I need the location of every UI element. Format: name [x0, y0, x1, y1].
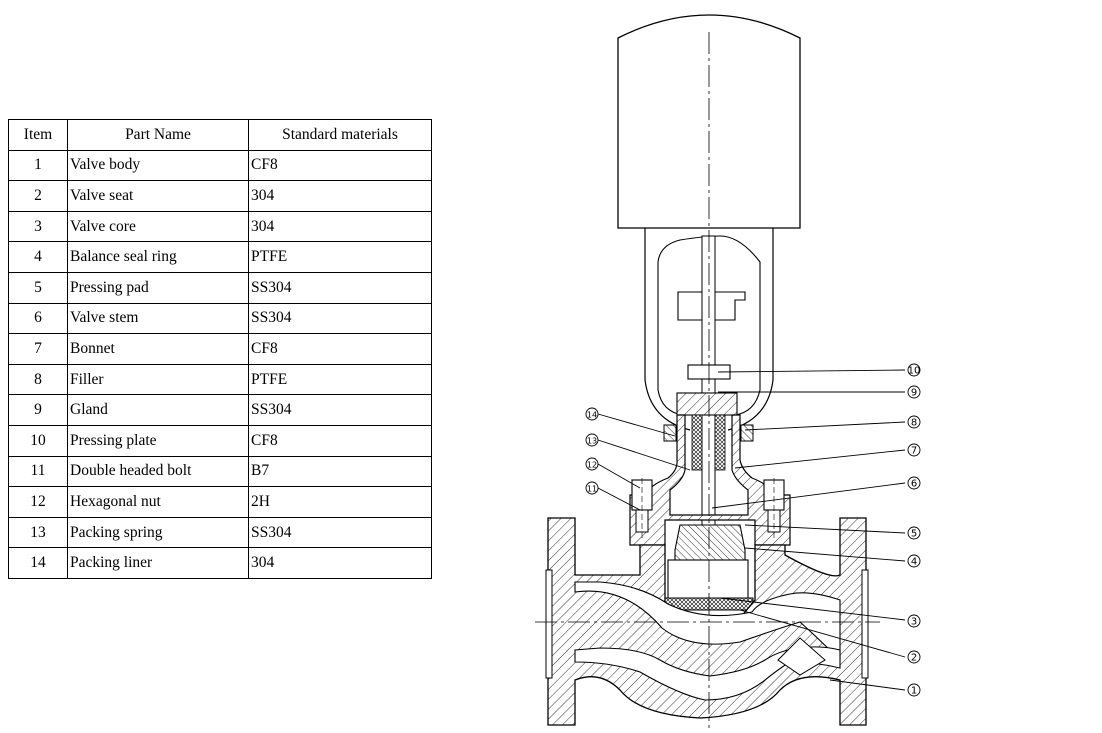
material-cell: CF8: [248, 424, 432, 457]
part-name-cell: Pressing plate: [67, 424, 249, 457]
part-name-cell: Valve body: [67, 149, 249, 182]
svg-text:14: 14: [587, 411, 597, 420]
actuator-housing: [617, 14, 801, 431]
callout-11: 11: [585, 481, 599, 495]
material-cell: 304: [248, 210, 432, 243]
item-cell: 3: [8, 210, 68, 243]
bonnet: [629, 414, 791, 546]
item-cell: 4: [8, 241, 68, 273]
svg-text:10: 10: [908, 366, 921, 377]
gland: [663, 392, 754, 442]
part-name-cell: Valve core: [67, 210, 249, 243]
part-name-cell: Pressing pad: [67, 271, 249, 304]
material-cell: PTFE: [248, 241, 432, 273]
item-cell: 14: [8, 547, 68, 579]
part-name-cell: Balance seal ring: [67, 241, 249, 273]
item-cell: 5: [8, 271, 68, 304]
header-part-name: Part Name: [67, 119, 249, 151]
svg-text:2: 2: [911, 653, 917, 664]
svg-text:13: 13: [587, 437, 597, 446]
part-name-cell: Double headed bolt: [67, 455, 249, 488]
callout-7: 7: [907, 443, 921, 457]
header-item: Item: [8, 119, 68, 151]
callout-9: 9: [907, 385, 921, 399]
svg-text:4: 4: [911, 557, 917, 568]
center-lines: [535, 32, 880, 728]
part-name-cell: Packing spring: [67, 516, 249, 549]
part-name-cell: Gland: [67, 394, 249, 426]
svg-text:3: 3: [911, 617, 917, 628]
part-name-cell: Hexagonal nut: [67, 486, 249, 518]
svg-text:7: 7: [911, 446, 917, 457]
part-name-cell: Valve seat: [67, 180, 249, 212]
callout-1: 1: [907, 683, 921, 697]
material-cell: SS304: [248, 302, 432, 335]
bolts: [631, 478, 785, 540]
callout-13: 13: [585, 433, 599, 447]
item-cell: 9: [8, 394, 68, 426]
svg-text:6: 6: [911, 479, 917, 490]
item-cell: 8: [8, 363, 68, 396]
callout-14: 14: [585, 407, 599, 421]
part-name-cell: Valve stem: [67, 302, 249, 335]
leader-lines: [597, 369, 906, 691]
callout-12: 12: [585, 457, 599, 471]
callout-6: 6: [907, 476, 921, 490]
callout-3: 3: [907, 614, 921, 628]
svg-text:12: 12: [587, 461, 597, 470]
item-cell: 13: [8, 516, 68, 549]
svg-text:1: 1: [911, 686, 917, 697]
callout-2: 2: [907, 650, 921, 664]
table-header-row: Item Part Name Standard materials: [8, 119, 432, 151]
material-cell: SS304: [248, 516, 432, 549]
material-cell: CF8: [248, 149, 432, 182]
material-cell: 304: [248, 547, 432, 579]
callout-8: 8: [907, 415, 921, 429]
header-standard-materials: Standard materials: [248, 119, 432, 151]
callout-10: 10: [907, 363, 921, 377]
part-name-cell: Packing liner: [67, 547, 249, 579]
svg-text:5: 5: [911, 529, 917, 540]
material-cell: SS304: [248, 394, 432, 426]
item-cell: 2: [8, 180, 68, 212]
material-cell: 304: [248, 180, 432, 212]
item-cell: 1: [8, 149, 68, 182]
callout-markers: 10 9 8 7 6 5 4 3 2 1 14 13 12 11: [585, 363, 921, 697]
material-cell: CF8: [248, 333, 432, 365]
svg-text:11: 11: [587, 485, 597, 494]
svg-text:8: 8: [911, 418, 917, 429]
valve-body: [545, 517, 869, 726]
callout-4: 4: [907, 554, 921, 568]
svg-text:9: 9: [911, 388, 917, 399]
callout-5: 5: [907, 526, 921, 540]
